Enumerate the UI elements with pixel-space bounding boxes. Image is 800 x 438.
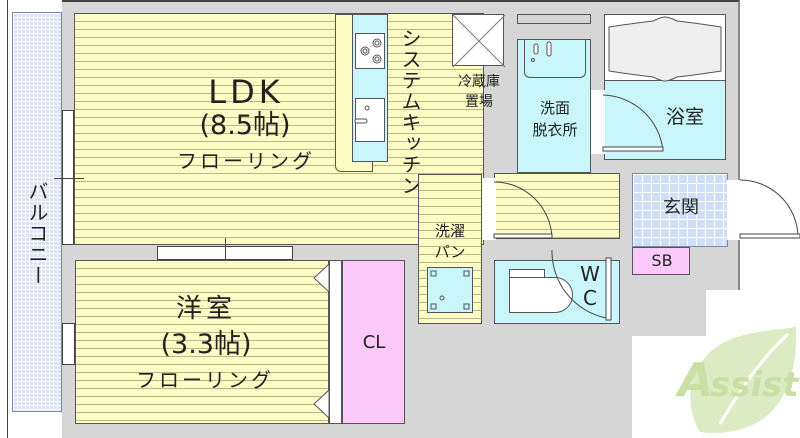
room-toilet: W C: [494, 260, 620, 324]
room-ldk: LDK (8.5帖) フローリング: [74, 13, 484, 245]
closet-door[interactable]: [329, 260, 342, 424]
hallway-door-swing[interactable]: [493, 180, 554, 240]
laundry-pan: [427, 267, 473, 313]
stove: [355, 33, 385, 69]
washroom-label-1: 洗面: [539, 99, 570, 117]
western-flooring: フローリング: [136, 368, 274, 392]
leaf-icon: [690, 326, 797, 434]
room-bathroom: 浴室: [604, 14, 726, 160]
room-entrance: 玄関: [632, 173, 728, 247]
entrance-lower-wall: [618, 280, 706, 336]
washroom-shelf: [517, 14, 591, 24]
kitchen-label: システムキッチン: [398, 28, 422, 196]
entrance-label: 玄関: [663, 197, 699, 218]
stove-burner-icon: [360, 38, 382, 64]
fridge-x-mark: [452, 14, 506, 68]
fridge-space: [452, 14, 506, 68]
shoe-box-label: SB: [651, 251, 673, 270]
washbasin: [524, 40, 586, 78]
ldk-window: [62, 110, 74, 245]
kitchen-unit: [352, 14, 388, 162]
western-room-side-window: [62, 323, 75, 365]
faucet-icon: [354, 105, 370, 124]
western-room-window-divider: [225, 238, 226, 268]
washbasin-faucet-icon: [531, 41, 552, 62]
balcony: バルコニー: [12, 12, 62, 412]
room-washroom: 洗面 脱衣所: [517, 39, 591, 173]
laundry-label-1: 洗濯: [434, 222, 465, 240]
balcony-label: バルコニー: [25, 181, 49, 286]
closet-label: CL: [362, 332, 386, 353]
kitchen-sink: [354, 98, 385, 142]
bathroom-door-opening: [591, 90, 605, 154]
hallway: [494, 173, 620, 239]
hallway-door-opening: [482, 178, 496, 240]
bathtub-icon: [608, 16, 722, 82]
laundry-pan-icon: [430, 270, 470, 310]
shoe-box: SB: [632, 247, 690, 275]
entrance-door-opening: [727, 180, 743, 240]
toilet-label-1: W: [580, 262, 600, 286]
ldk-size: (8.5帖): [199, 110, 291, 141]
toilet-label-2: C: [583, 286, 597, 310]
toilet-door-swing[interactable]: [548, 248, 612, 322]
western-name: 洋室: [175, 294, 236, 324]
western-size: (3.3帖): [160, 329, 252, 360]
laundry-label-2: パン: [434, 243, 466, 261]
ldk-flooring: フローリング: [177, 149, 315, 173]
watermark-first-letter: A: [678, 353, 714, 407]
closet-door-hinge-bottom: [313, 388, 330, 420]
ldk-window-divider: [54, 178, 84, 179]
entrance-door-swing[interactable]: [739, 178, 800, 240]
assist-watermark-logo: A ssist: [660, 320, 800, 438]
fridge-label-2: 置場: [465, 94, 493, 110]
bathroom-label: 浴室: [665, 106, 704, 128]
closet: CL: [342, 260, 405, 424]
closet-door-hinge-top: [313, 262, 330, 294]
fridge-label-1: 冷蔵庫: [458, 74, 500, 90]
bathtub: [605, 15, 725, 82]
washroom-label-2: 脱衣所: [532, 121, 578, 139]
ldk-name: LDK: [208, 73, 284, 111]
room-western: 洋室 (3.3帖) フローリング: [75, 260, 329, 424]
toilet-bowl: [509, 277, 573, 313]
bathroom-door-swing[interactable]: [602, 93, 667, 155]
balcony-edge: [0, 0, 8, 438]
laundry-area: 洗濯 パン: [418, 174, 482, 324]
watermark-text: ssist: [710, 365, 799, 405]
